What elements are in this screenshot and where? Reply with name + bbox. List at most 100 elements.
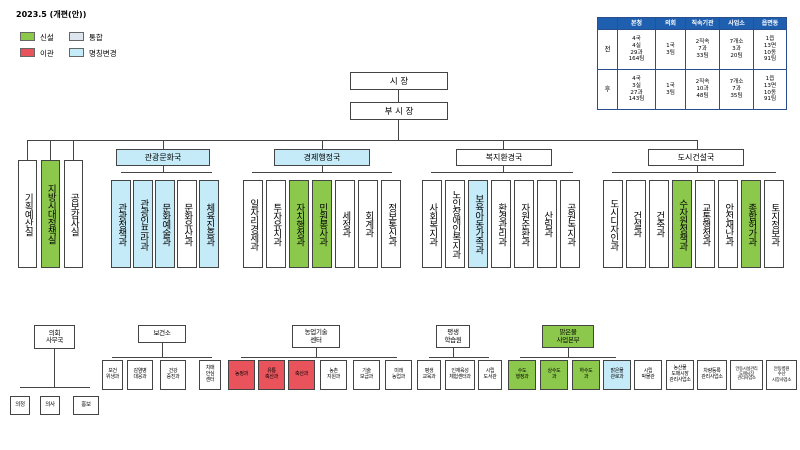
legend-label-new: 신설 [40, 33, 54, 42]
connector [50, 140, 51, 160]
dept-culture-arts: 문화예술과 [155, 180, 175, 268]
connector [163, 166, 164, 172]
connector [322, 140, 323, 149]
bureau-urban-construction: 도시건설국 [648, 149, 744, 166]
legend-swatch-renamed [69, 48, 84, 57]
connector [398, 90, 399, 102]
stats-row-label: 전 [597, 29, 618, 70]
dept-parks: 공원녹지과 [560, 180, 580, 268]
water-dept: 하수도 과 [572, 360, 600, 390]
stats-cell: 2직속 10과 48팀 [685, 69, 720, 110]
health-dept: 보건 위생과 [102, 360, 123, 390]
stats-header-business: 사업소 [719, 17, 754, 30]
health-dept: 감염병 대응과 [127, 360, 153, 390]
health-dept: 치매 안심 센터 [199, 360, 221, 390]
dept-construction: 건설과 [626, 180, 646, 268]
council-secretariat: 의회 사무국 [34, 325, 75, 349]
stats-header-corner [597, 17, 618, 30]
bureau-economy-admin: 경제행정국 [274, 149, 370, 166]
agri-dept: 축산과 [288, 360, 315, 390]
dept-land-info: 토지정보과 [764, 180, 784, 268]
connector [398, 120, 399, 140]
dept-social-welfare: 사회복지과 [422, 180, 442, 268]
dept-civil-service: 민원봉사과 [312, 180, 332, 268]
stats-cell: 7개소 7과 35팀 [719, 69, 754, 110]
connector [241, 357, 397, 358]
dept-tourism-policy: 관광정책과 [111, 180, 131, 268]
connector [121, 172, 212, 173]
health-center: 보건소 [138, 325, 186, 343]
connector [162, 343, 163, 357]
stats-row-label: 후 [597, 69, 618, 110]
connector [697, 140, 698, 149]
stats-cell: 1읍 13면 10동 91팀 [753, 29, 787, 70]
dept-forestry: 산림과 [537, 180, 557, 268]
agri-dept: 기술 보급과 [353, 360, 380, 390]
connector [453, 348, 454, 357]
health-dept: 건강 증진과 [160, 360, 186, 390]
stats-cell: 1국 3팀 [655, 29, 686, 70]
agri-tech-center: 농업기술 센터 [292, 325, 340, 348]
agri-dept: 농촌 지원과 [320, 360, 347, 390]
learning-dept: 시립 도서관 [478, 360, 502, 390]
dept-tax: 세정과 [335, 180, 355, 268]
legend-label-merged: 통합 [89, 33, 103, 42]
business-office: 안동시설관리 도매시장 관리사업소 [730, 360, 763, 390]
dept-urban-design: 도시디자인과 [603, 180, 623, 268]
agri-dept: 유통 축산과 [258, 360, 285, 390]
dept-traffic: 교통행정과 [695, 180, 715, 268]
stats-header-town: 읍면동 [753, 17, 787, 30]
business-office: 농산물 도매시장 관리사업소 [666, 360, 694, 390]
connector [163, 140, 164, 149]
connector [112, 357, 212, 358]
dept-accounting: 회계과 [358, 180, 378, 268]
dept-resource-recycling: 자원순환과 [514, 180, 534, 268]
stats-cell: 2직속 7과 33팀 [685, 29, 720, 70]
water-dept: 상수도 과 [540, 360, 568, 390]
connector [73, 140, 74, 160]
agri-dept: 농정과 [228, 360, 255, 390]
connector [697, 166, 698, 172]
stats-header-row: 본청 의회 직속기관 사업소 읍면동 [597, 17, 787, 30]
legend-swatch-transferred [20, 48, 35, 57]
dept-self-governance: 자치행정과 [289, 180, 309, 268]
connector [316, 348, 317, 357]
stats-row-after: 후 4국 3실 27과 143팀 1국 3팀 2직속 10과 48팀 7개소 7… [597, 69, 787, 110]
connector [322, 166, 323, 172]
dept-tourism-infra: 관광인프라과 [133, 180, 153, 268]
agri-dept: 미래 농업과 [385, 360, 412, 390]
dept-environment: 환경관리과 [491, 180, 511, 268]
legend-label-transferred: 이관 [40, 49, 54, 58]
stats-row-before: 전 4국 4실 29과 164팀 1국 3팀 2직속 7과 33팀 7개소 3과… [597, 29, 787, 70]
stats-table: 본청 의회 직속기관 사업소 읍면동 전 4국 4실 29과 164팀 1국 3… [597, 17, 787, 110]
dept-childcare-family: 보육아동가족과 [468, 180, 488, 268]
page-title: 2023.5 (개편(안)) [16, 10, 87, 19]
learning-dept: 평생 교육과 [417, 360, 441, 390]
legend-label-renamed: 명칭변경 [89, 49, 117, 58]
dept-elderly-disabled: 노인장애인복지과 [445, 180, 465, 268]
water-dept: 맑은물 관로과 [603, 360, 631, 390]
connector [431, 172, 573, 173]
vice-mayor-box: 부 시 장 [350, 102, 448, 120]
connector [20, 387, 90, 388]
business-office: 시립 박물관 [634, 360, 662, 390]
connector [612, 172, 776, 173]
dept-cultural-heritage: 문화유산과 [177, 180, 197, 268]
dept-sports: 체육진흥과 [199, 180, 219, 268]
business-office: 안동병원 수산 시장사업소 [766, 360, 797, 390]
council-dept: 홍보 [73, 396, 99, 415]
legend-swatch-merged [69, 32, 84, 41]
connector [252, 172, 392, 173]
connector [27, 140, 697, 141]
water-dept: 수도 행정과 [508, 360, 536, 390]
bureau-welfare-environment: 복지환경국 [456, 149, 552, 166]
mayor-box: 시 장 [350, 72, 448, 90]
legend-swatch-new [20, 32, 35, 41]
dept-investment: 투자유치과 [266, 180, 286, 268]
clean-water-hq: 맑은물 사업본부 [542, 325, 594, 348]
connector [520, 357, 616, 358]
stats-cell: 4국 4실 29과 164팀 [617, 29, 656, 70]
stats-cell: 1읍 13면 10동 91팀 [753, 69, 787, 110]
stats-header-main: 본청 [617, 17, 656, 30]
dept-integrated-permit: 종합허가과 [741, 180, 761, 268]
